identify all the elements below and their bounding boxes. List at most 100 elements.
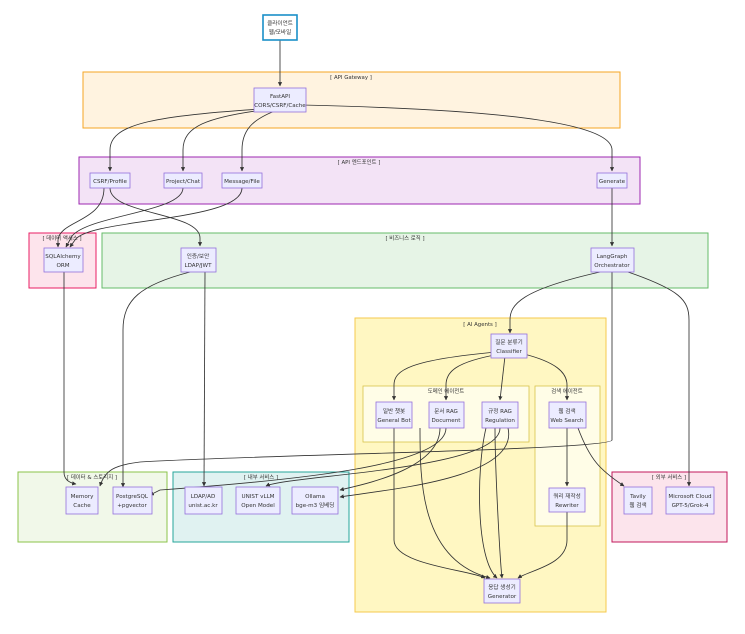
edge-auth-postgres [120,271,191,488]
edges [55,40,692,580]
generator-node-line2: Generator [488,594,517,600]
client-node[interactable]: 클라이언트 웹/모바일 [262,14,298,41]
group-api-gateway-title: [ API Gateway ] [330,75,372,81]
project-chat-node[interactable]: Project/Chat [163,172,203,189]
edge-fastapi-csrf [107,108,263,172]
edge-sqlalchemy-memory [63,272,77,486]
document-rag-node-line2: Document [432,418,462,424]
project-chat-node-label: Project/Chat [166,179,201,185]
edge-regrag-generator-2 [494,427,504,579]
tavily-node-line1: Tavily [629,494,646,500]
edge-langgraph-memory [99,272,613,487]
regulation-rag-node-line1: 규정 RAG [488,408,512,415]
edge-fastapi-project [180,108,271,172]
generator-node[interactable]: 응답 생성기 Generator [483,578,521,604]
edge-classifier-websearch [523,353,570,401]
generator-node-line1: 응답 생성기 [488,583,516,591]
group-internal-services-title: [ 내부 서비스 ] [244,473,278,481]
ollama-node-line1: Ollama [305,494,325,500]
classifier-node-line2: Classifier [496,349,522,355]
postgresql-node-line2: +pgvector [117,503,147,509]
fastapi-node-line1: FastAPI [270,94,290,100]
edge-websearch-tavily [577,427,625,487]
vllm-node[interactable]: UNIST vLLM Open Model [235,486,281,515]
fastapi-node-line2: CORS/CSRF/Cache [254,103,306,109]
edge-project-sqlalchemy [65,187,184,248]
group-api-endpoints: [ API 엔드포인트 ] [78,156,641,205]
langgraph-node-line1: LangGraph [597,254,628,260]
client-node-line2: 웹/모바일 [269,28,291,36]
generate-node-label: Generate [599,179,626,185]
postgresql-node-line1: PostgreSQL [116,494,149,500]
group-business-logic-title: [ 비즈니스 로직 ] [385,234,424,242]
general-bot-node-line2: General Bot [377,418,411,424]
vllm-node-line1: UNIST vLLM [241,494,274,500]
edge-generalbot-generator [393,428,486,579]
regulation-rag-node[interactable]: 규정 RAG Regulation [481,401,519,429]
edge-auth-ldap [201,271,207,487]
regulation-rag-node-line2: Regulation [485,418,515,424]
csrf-profile-node-label: CSRF/Profile [93,179,127,185]
edge-classifier-generalbot [391,351,497,401]
general-bot-node-line1: 일반 챗봇 [383,407,405,415]
langgraph-node-line2: Orchestrator [594,263,630,269]
ldap-node[interactable]: LDAP/AD unist.ac.kr [184,486,223,515]
postgresql-node[interactable]: PostgreSQL +pgvector [112,486,153,515]
web-search-node[interactable]: 웹 검색 Web Search [548,401,587,429]
tavily-node-line2: 웹 검색 [629,501,646,509]
group-data-access-title: [ 데이터 액세스 ] [42,234,81,242]
ldap-node-line2: unist.ac.kr [188,503,218,509]
message-file-node[interactable]: Message/File [221,172,263,189]
auth-security-node-line1: 인증/보안 [187,253,209,260]
edge-classifier-regrag [498,355,506,401]
edge-csrf-auth [109,187,203,247]
group-external-services-title: [ 외부 서비스 ] [652,473,686,481]
classifier-node[interactable]: 질문 분류기 Classifier [490,333,528,359]
edge-regrag-vllm [265,427,501,487]
edge-regrag-ollama [339,427,509,499]
sqlalchemy-node[interactable]: SQLAlchemy ORM [43,247,84,273]
web-search-node-line2: Web Search [550,418,584,424]
edge-langgraph-azure [627,271,692,487]
edge-classifier-docrag [443,353,501,401]
message-file-node-label: Message/File [224,179,260,185]
document-rag-node-line1: 문서 RAG [434,407,458,415]
azure-node-line1: Microsoft Cloud [668,494,712,500]
vllm-node-line2: Open Model [241,503,275,509]
edge-fastapi-generate [301,104,615,172]
csrf-profile-node[interactable]: CSRF/Profile [89,172,131,189]
fastapi-node[interactable]: FastAPI CORS/CSRF/Cache [253,87,307,113]
edge-langgraph-classifier [507,271,601,334]
web-search-node-line1: 웹 검색 [558,407,575,415]
edge-csrf-sqlalchemy [55,187,105,248]
langgraph-node[interactable]: LangGraph Orchestrator [590,247,635,273]
azure-node-line2: GPT-5/Grok-4 [672,503,709,509]
auth-security-node[interactable]: 인증/보안 LDAP/JWT [180,247,217,273]
rewriter-node[interactable]: 쿼리 재작성 Rewriter [548,487,586,513]
ollama-node-line2: bge-m3 임베딩 [296,501,335,509]
rewriter-node-line1: 쿼리 재작성 [553,492,581,500]
group-ai-agents-title: [ AI Agents ] [463,322,496,328]
tavily-node[interactable]: Tavily 웹 검색 [623,486,653,515]
ldap-node-line1: LDAP/AD [191,494,216,500]
edge-rewriter-generator [517,512,568,579]
auth-security-node-line2: LDAP/JWT [184,263,212,269]
edge-message-sqlalchemy [69,187,243,248]
azure-node[interactable]: Microsoft Cloud GPT-5/Grok-4 [665,486,715,515]
memory-cache-node[interactable]: Memory Cache [65,486,99,515]
edge-docrag-generator [419,427,491,580]
edge-regrag-generator [479,427,498,579]
general-bot-node[interactable]: 일반 챗봇 General Bot [375,401,413,429]
sqlalchemy-node-line2: ORM [56,263,69,269]
edge-docrag-ollama [339,427,441,492]
ollama-node[interactable]: Ollama bge-m3 임베딩 [291,486,339,515]
memory-cache-node-line1: Memory [71,494,94,500]
client-node-line1: 클라이언트 [267,19,293,27]
generate-node[interactable]: Generate [596,172,628,189]
classifier-node-line1: 질문 분류기 [495,338,523,346]
document-rag-node[interactable]: 문서 RAG Document [428,401,465,429]
memory-cache-node-line2: Cache [73,503,91,509]
sqlalchemy-node-line1: SQLAlchemy [45,254,81,260]
